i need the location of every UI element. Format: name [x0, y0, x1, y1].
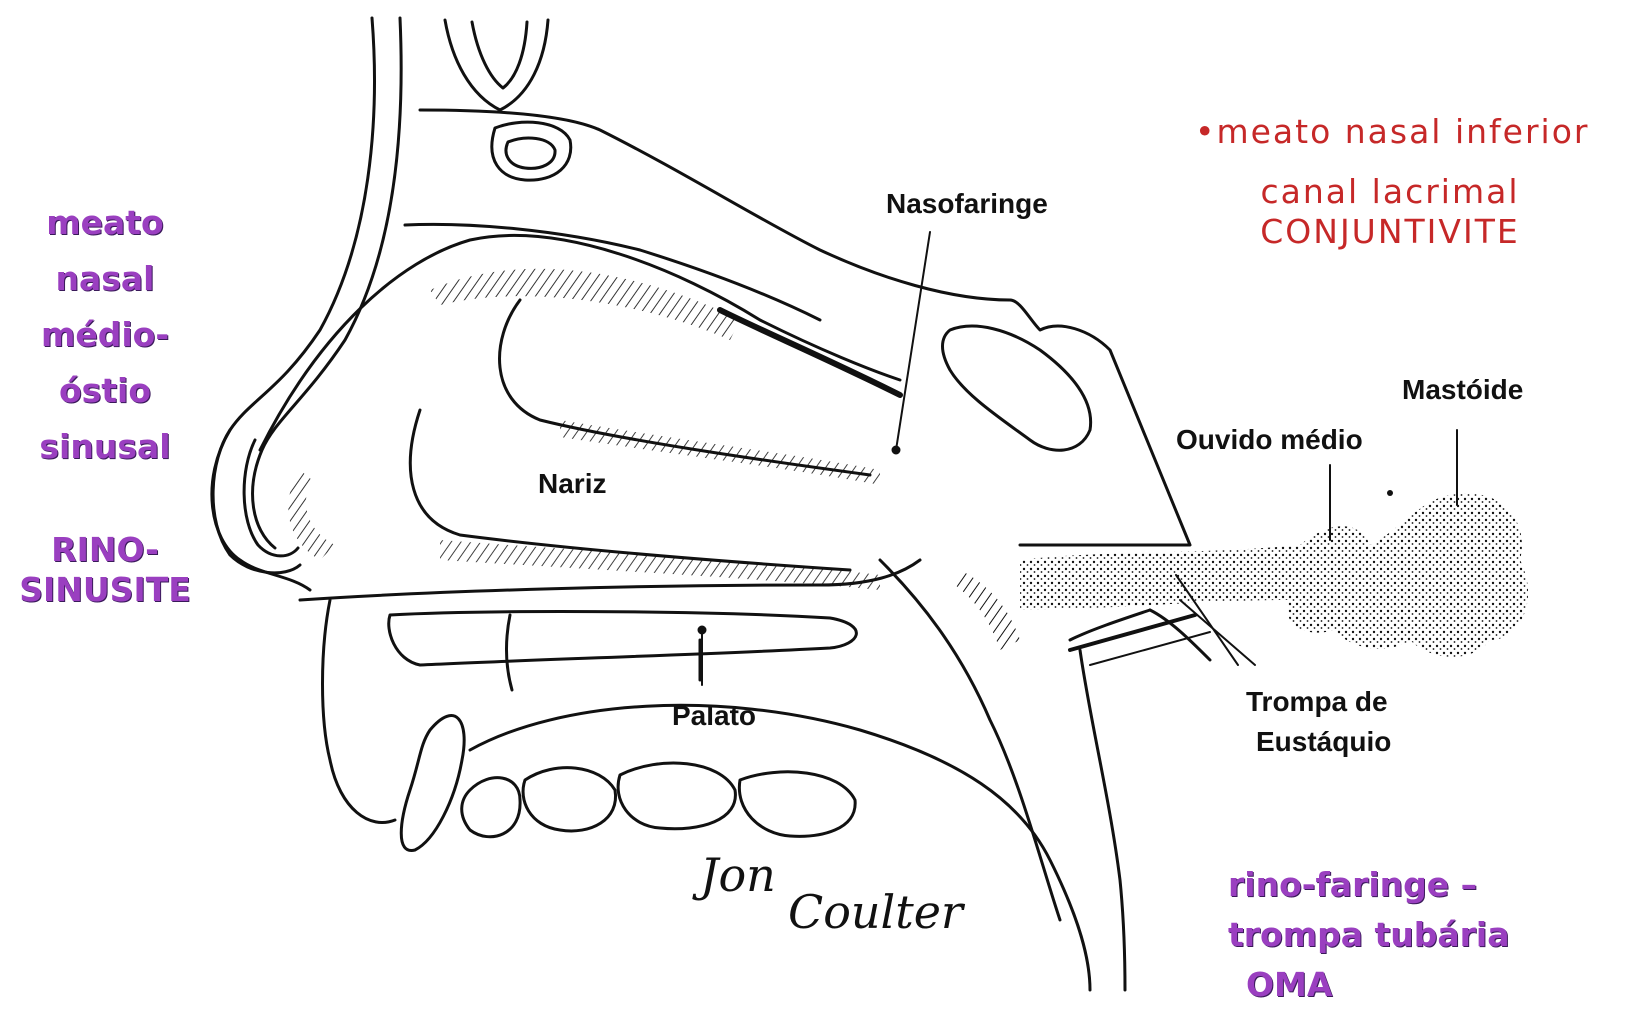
bottom-right-note-line1: rino-faringe –: [1228, 860, 1568, 910]
label-trompa-line1: Trompa de: [1246, 686, 1388, 718]
sphenoid-sinus: [943, 326, 1091, 450]
nose-outline: [213, 430, 300, 573]
top-right-note-line2: canal lacrimal: [1220, 172, 1560, 212]
bottom-right-note-line3: OMA: [1228, 960, 1568, 1010]
tooth-1: [462, 778, 520, 837]
signature-first: Jon: [700, 848, 776, 902]
bottom-right-note: rino-faringe – trompa tubária OMA: [1228, 860, 1568, 1010]
nasofaringe-pointer: [896, 232, 930, 450]
tooth-2: [523, 768, 615, 831]
top-right-note-line1: •meato nasal inferior: [1195, 112, 1625, 152]
left-note-diagnosis-line: RINO-: [0, 530, 210, 570]
label-nariz: Nariz: [538, 468, 606, 500]
left-note-diagnosis: RINO- SINUSITE: [0, 530, 210, 610]
top-right-note: •meato nasal inferior: [1195, 112, 1625, 152]
top-right-note-line3: CONJUNTIVITE: [1220, 212, 1560, 252]
frontal-sinus: [445, 20, 548, 110]
signature-last: Coulter: [788, 885, 963, 939]
pharynx-wall: [880, 560, 1060, 920]
superior-turbinate: [720, 310, 900, 395]
left-note: meato nasal médio- óstio sinusal: [0, 195, 210, 475]
incisor: [401, 716, 464, 851]
tooth-4: [739, 772, 855, 836]
left-note-line: sinusal: [0, 419, 210, 475]
bottom-right-note-line2: trompa tubária: [1228, 910, 1568, 960]
label-nasofaringe: Nasofaringe: [886, 188, 1048, 220]
upper-lip: [323, 600, 396, 823]
hard-palate: [389, 612, 857, 665]
ethmoid-sinus: [492, 122, 571, 180]
tooth-3: [618, 763, 735, 829]
nasal-roof: [260, 235, 900, 450]
label-mastoide: Mastóide: [1402, 374, 1523, 406]
nasal-mucosa-hatch: [430, 269, 740, 340]
top-right-note-sub: canal lacrimal CONJUNTIVITE: [1220, 172, 1560, 252]
left-note-line: médio-: [0, 307, 210, 363]
middle-ear-dots: [1020, 493, 1528, 657]
left-note-line: óstio: [0, 363, 210, 419]
left-note-line: nasal: [0, 251, 210, 307]
label-trompa-line2: Eustáquio: [1256, 726, 1391, 758]
label-ouvido-medio: Ouvido médio: [1176, 424, 1363, 456]
left-note-line: meato: [0, 195, 210, 251]
left-note-diagnosis-line: SINUSITE: [0, 570, 210, 610]
oral-roof: [470, 705, 1090, 990]
label-palato: Palato: [672, 700, 756, 732]
